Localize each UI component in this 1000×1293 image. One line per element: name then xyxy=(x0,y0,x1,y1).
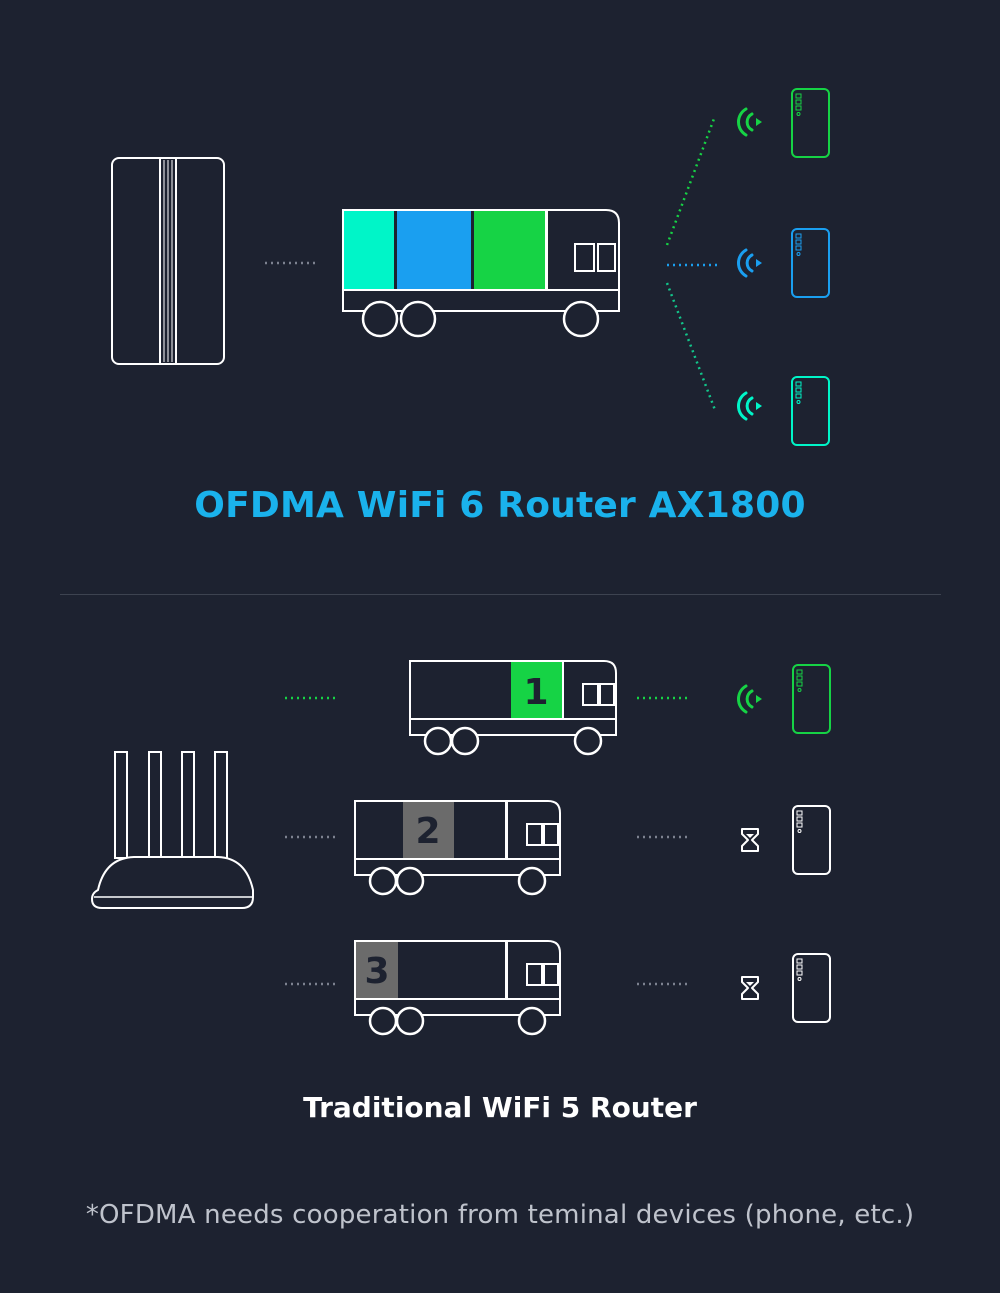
ofdma-truck-icon xyxy=(342,209,620,338)
wifi5-router-title: Traditional WiFi 5 Router xyxy=(303,1091,697,1124)
wifi-signal-icon xyxy=(736,391,764,421)
truck-segment-teal xyxy=(343,210,394,290)
hourglass-icon xyxy=(741,976,759,1000)
wifi-signal-icon xyxy=(736,248,764,278)
antenna-router-icon xyxy=(90,751,254,909)
truck-3-icon: 3 xyxy=(354,940,561,1036)
phone-icon-green xyxy=(792,664,831,734)
truck-1-cargo-block xyxy=(511,662,562,719)
phone-icon-white xyxy=(792,805,831,875)
truck-2-icon: 2 xyxy=(354,800,561,896)
wifi6-router-title: OFDMA WiFi 6 Router AX1800 xyxy=(194,485,806,526)
truck-2-cargo-block xyxy=(403,802,454,859)
phone-icon-white xyxy=(792,953,831,1023)
fanout-link-top xyxy=(665,115,717,246)
truck-segment-blue xyxy=(397,210,471,290)
truck-3-number: 3 xyxy=(364,951,389,992)
truck-1-icon: 1 xyxy=(409,660,617,756)
truck-1-number: 1 xyxy=(523,672,548,713)
tower-router-icon xyxy=(111,157,225,365)
wifi-signal-icon xyxy=(736,684,764,714)
truck-3-cargo-block xyxy=(356,942,398,999)
truck-segment-green xyxy=(474,210,546,290)
truck-2-number: 2 xyxy=(415,811,440,852)
footnote: *OFDMA needs cooperation from teminal de… xyxy=(85,1200,915,1230)
hourglass-icon xyxy=(741,828,759,852)
wifi-signal-icon xyxy=(736,107,764,137)
phone-icon-teal xyxy=(791,376,830,446)
phone-icon-blue xyxy=(791,228,830,298)
section-divider xyxy=(60,594,941,595)
fanout-link-bottom xyxy=(665,282,717,411)
phone-icon-green xyxy=(791,88,830,158)
